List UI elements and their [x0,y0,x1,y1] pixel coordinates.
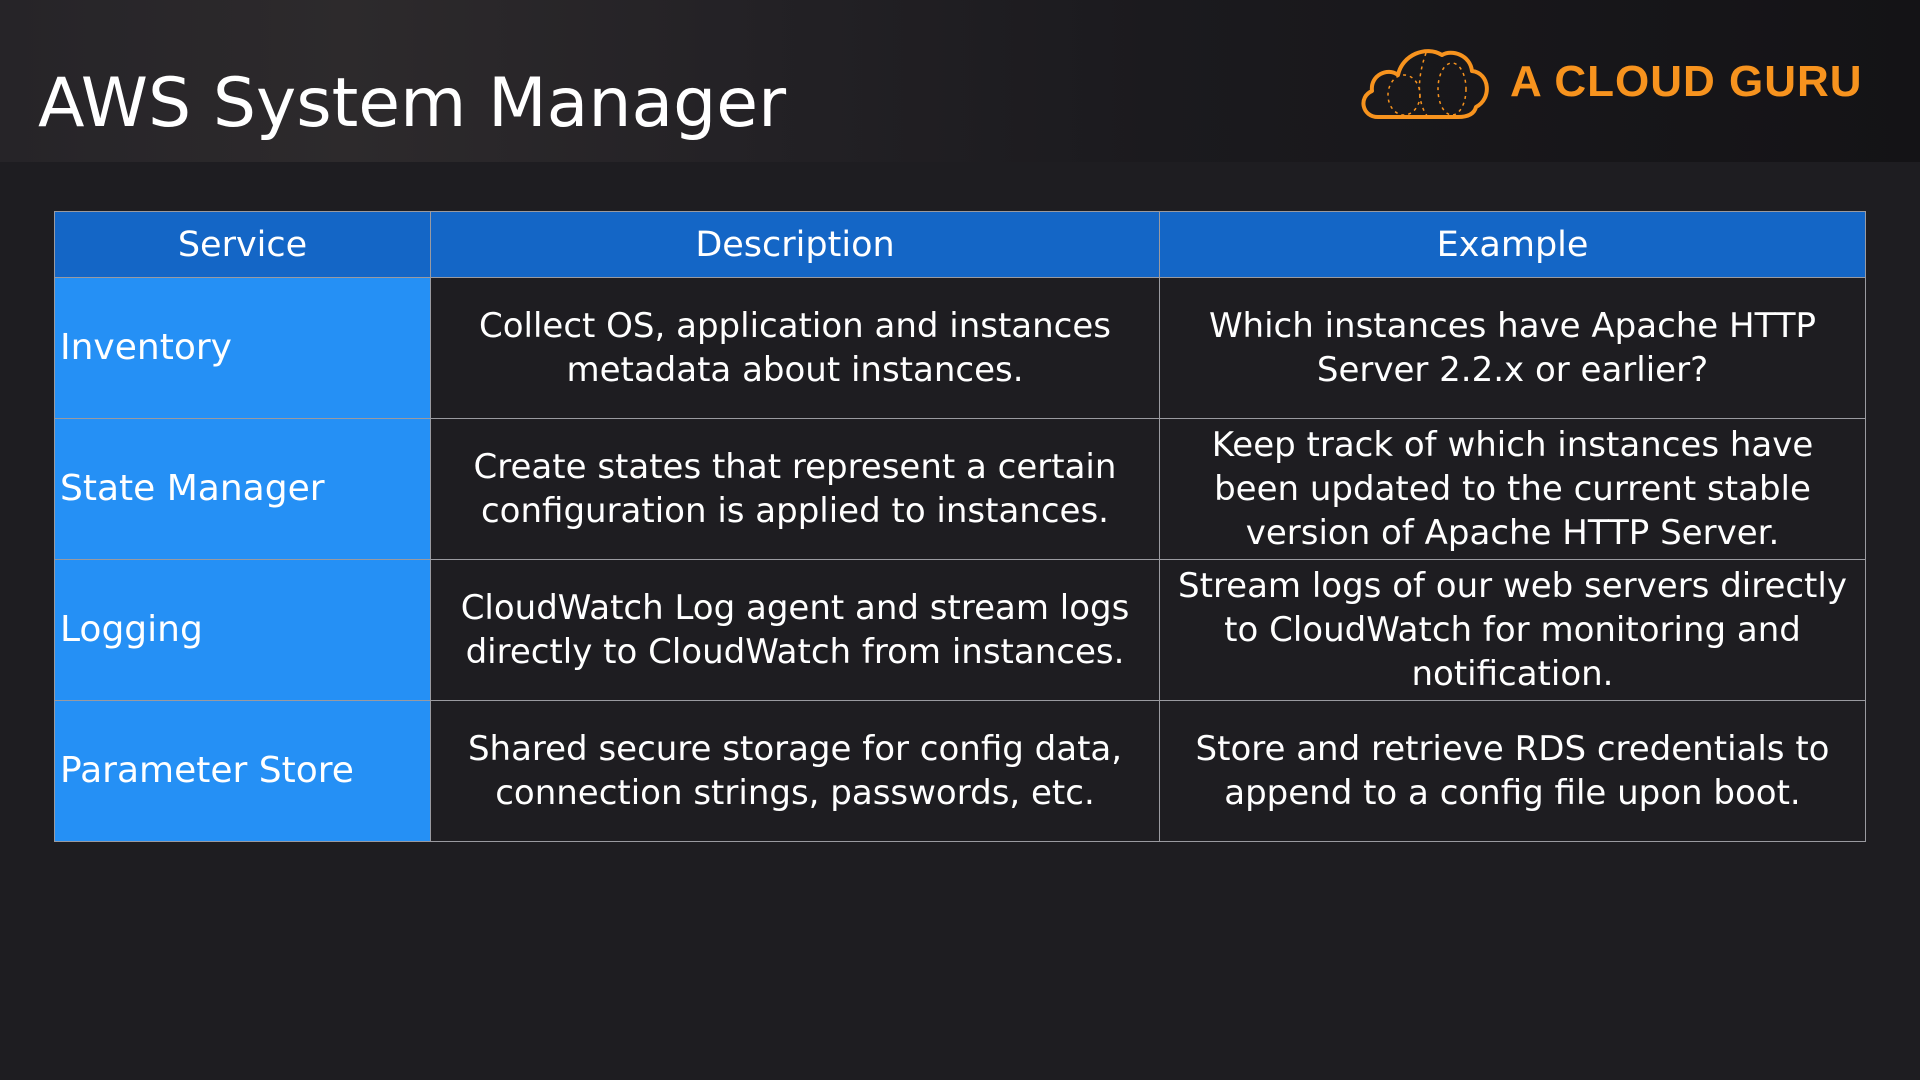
service-cell: State Manager [54,418,431,560]
brand-logo: A CLOUD GURU [1356,40,1863,124]
description-cell: Shared secure storage for config data, c… [430,700,1160,842]
column-header-description: Description [430,211,1160,278]
table-row: Logging CloudWatch Log agent and stream … [54,559,1866,701]
slide-title: AWS System Manager [38,64,787,143]
example-cell: Which instances have Apache HTTP Server … [1159,277,1866,419]
service-cell: Inventory [54,277,431,419]
table-row: Parameter Store Shared secure storage fo… [54,700,1866,842]
column-header-service: Service [54,211,431,278]
description-cell: CloudWatch Log agent and stream logs dir… [430,559,1160,701]
example-cell: Keep track of which instances have been … [1159,418,1866,560]
header-banner [0,0,1920,162]
table-row: State Manager Create states that represe… [54,418,1866,560]
example-cell: Store and retrieve RDS credentials to ap… [1159,700,1866,842]
description-cell: Collect OS, application and instances me… [430,277,1160,419]
services-table: Service Description Example Inventory Co… [54,211,1866,842]
example-cell: Stream logs of our web servers directly … [1159,559,1866,701]
service-cell: Parameter Store [54,700,431,842]
column-header-example: Example [1159,211,1866,278]
brand-name: A CLOUD GURU [1510,57,1863,106]
cloud-logo-icon [1361,49,1489,119]
table-header-row: Service Description Example [54,211,1866,278]
table-row: Inventory Collect OS, application and in… [54,277,1866,419]
service-cell: Logging [54,559,431,701]
description-cell: Create states that represent a certain c… [430,418,1160,560]
